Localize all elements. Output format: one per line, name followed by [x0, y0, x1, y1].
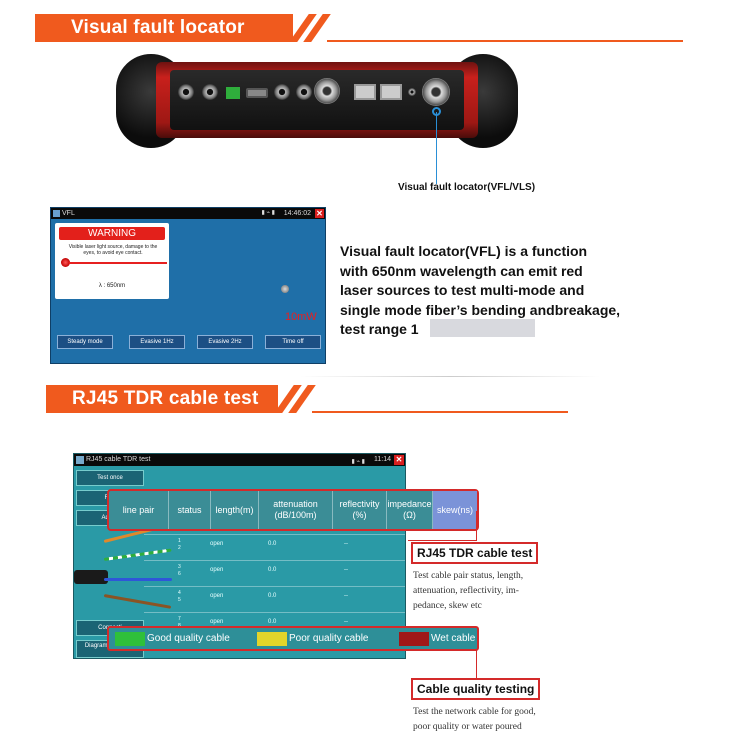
redacted-block — [430, 319, 535, 337]
close-icon[interactable]: ✕ — [315, 209, 324, 218]
header-length: length(m) — [211, 491, 259, 529]
table-row: 1 2 open 0.0 -- — [144, 534, 405, 560]
evasive-2hz-button[interactable]: Evasive 2Hz — [197, 335, 253, 349]
device-photo — [116, 54, 518, 148]
legend-swatch-poor — [257, 632, 287, 646]
bnc-port — [296, 84, 312, 100]
table-header: line pair status length(m) attenuation (… — [107, 489, 479, 531]
divider — [300, 376, 600, 377]
warning-title: WARNING — [59, 227, 165, 240]
laser-icon — [61, 258, 70, 267]
power-readout: 10mW — [285, 311, 317, 323]
section-title: RJ45 TDR cable test — [72, 388, 259, 409]
warning-text: Visible laser light source, damage to th… — [68, 244, 158, 256]
clock: 14:46:02 — [283, 210, 311, 217]
callout-tdr-title: RJ45 TDR cable test — [411, 542, 539, 564]
vfl-port — [422, 78, 450, 106]
vfl-screen: VFL ▮ ⌁ ▮ 14:46:02 ✕ WARNING Visible las… — [50, 207, 326, 364]
fiber-connector — [314, 78, 340, 104]
header-line-pair: line pair — [109, 491, 169, 529]
connector-line — [476, 650, 477, 680]
dc-jack — [408, 88, 416, 96]
test-once-button[interactable]: Test once — [76, 470, 144, 486]
evasive-1hz-button[interactable]: Evasive 1Hz — [129, 335, 185, 349]
header-status: status — [169, 491, 211, 529]
window-title: RJ45 cable TDR test — [86, 456, 151, 463]
signal-icon: ▮ ⌁ ▮ — [351, 459, 365, 465]
legend-poor: Poor quality cable — [289, 633, 369, 644]
header-attenuation: attenuation (dB/100m) — [259, 491, 333, 529]
header-impedance: impedance (Ω) — [387, 491, 433, 529]
vfl-description: Visual fault locator(VFL) is a function … — [340, 243, 621, 337]
callout-line — [436, 112, 437, 184]
close-icon[interactable]: ✕ — [394, 455, 404, 465]
legend-good: Good quality cable — [147, 633, 230, 644]
section-banner-tdr: RJ45 TDR cable test — [46, 385, 568, 413]
bnc-port — [202, 84, 218, 100]
hdmi-port — [246, 88, 268, 98]
status-bar: RJ45 cable TDR test ▮ ⌁ ▮ 11:14 ✕ — [74, 454, 405, 466]
legend-swatch-wet — [399, 632, 429, 646]
callout-quality-description: Test the network cable for good, poor qu… — [413, 707, 536, 732]
warning-card: WARNING Visible laser light source, dama… — [55, 223, 169, 299]
connector-line — [408, 540, 476, 541]
signal-icon: ▮ ⌁ ▮ — [261, 210, 275, 216]
bnc-port — [178, 84, 194, 100]
section-title: Visual fault locator — [71, 17, 245, 38]
callout-quality-title: Cable quality testing — [411, 678, 541, 700]
quality-legend: Good quality cable Poor quality cable We… — [107, 626, 479, 651]
steady-mode-button[interactable]: Steady mode — [57, 335, 113, 349]
app-icon — [76, 456, 84, 464]
status-bar: VFL ▮ ⌁ ▮ 14:46:02 ✕ — [51, 208, 325, 219]
laser-beam — [69, 262, 167, 264]
device-caption: Visual fault locator(VFL/VLS) — [398, 182, 536, 193]
rj45-port — [380, 84, 402, 100]
header-reflectivity: reflectivity (%) — [333, 491, 387, 529]
app-icon — [53, 210, 60, 217]
indicator-icon — [281, 285, 289, 293]
clock: 11:14 — [374, 456, 391, 463]
legend-wet: Wet cable — [431, 633, 476, 644]
callout-tdr-description: Test cable pair status, length, attenuat… — [413, 571, 524, 611]
legend-swatch-good — [115, 632, 145, 646]
table-row: 3 6 open 0.0 -- — [144, 560, 405, 586]
section-banner-vfl: Visual fault locator — [35, 14, 683, 42]
rj45-port — [354, 84, 376, 100]
table-row: 4 5 open 0.0 -- — [144, 586, 405, 612]
power-connector — [226, 87, 240, 99]
wavelength-label: λ : 650nm — [98, 283, 126, 289]
time-off-button[interactable]: Time off — [265, 335, 321, 349]
connector-line — [476, 511, 477, 541]
header-skew: skew(ns) — [433, 491, 477, 529]
window-title: VFL — [62, 210, 75, 217]
bnc-port — [274, 84, 290, 100]
